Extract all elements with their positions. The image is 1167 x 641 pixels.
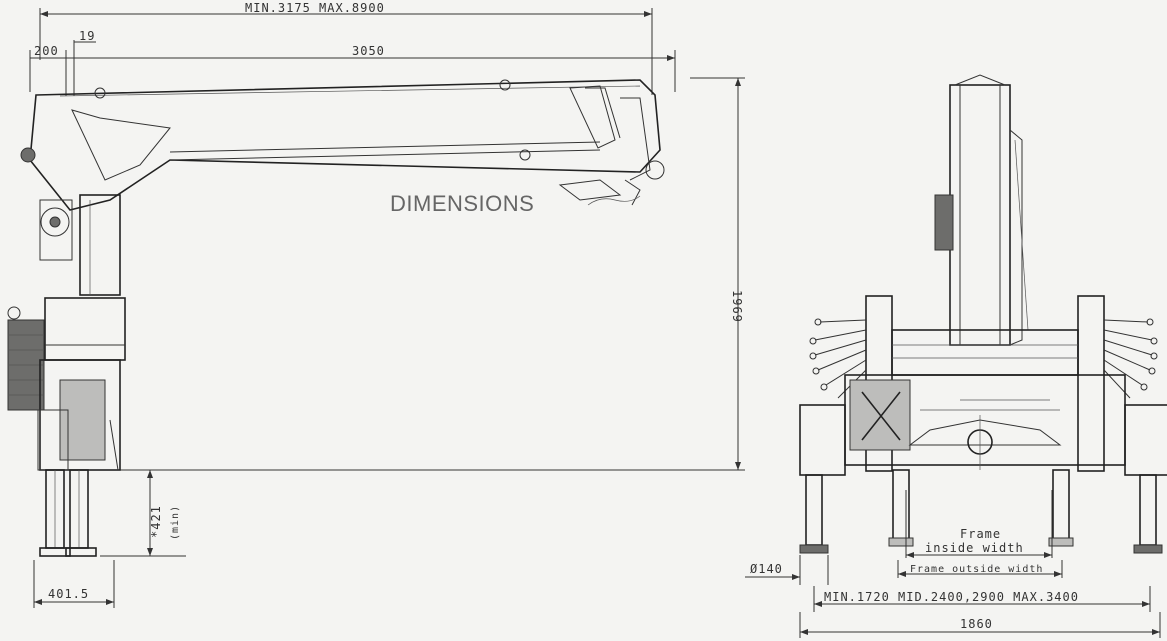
dim-ground-clearance-note: (min): [170, 505, 181, 540]
outrigger-legs: [39, 469, 97, 557]
dim-pad-diameter-label: Ø140: [750, 562, 783, 576]
dim-boom-length-label: 3050: [352, 44, 385, 58]
side-view: MIN.3175 MAX.8900 200 19 3050 1969: [7, 1, 745, 608]
crane-base: [37, 359, 121, 471]
control-levers: [7, 306, 45, 411]
dim-pad-diameter: Ø140: [745, 555, 829, 585]
dim-total-length: MIN.3175 MAX.8900: [39, 1, 653, 95]
dim-total-length-label: MIN.3175 MAX.8900: [245, 1, 385, 15]
front-inner-legs: [888, 469, 1074, 547]
dim-overall-width: 1860: [799, 612, 1161, 638]
front-outriggers: [799, 404, 1167, 554]
front-view: Frame inside width Frame outside width Ø…: [745, 74, 1167, 638]
dim-small-offset-label: 19: [79, 29, 95, 43]
dim-overall-width-label: 1860: [960, 617, 993, 631]
frame-inside-label-1: Frame: [960, 527, 1001, 541]
dim-height: 1969: [120, 77, 745, 471]
dim-base-width-label: 401.5: [48, 587, 89, 601]
dim-ground-clearance-label: *421: [149, 505, 163, 538]
dim-outrigger-span-label: MIN.1720 MID.2400,2900 MAX.3400: [824, 590, 1079, 604]
crane-boom: [20, 79, 665, 211]
dim-frame-inside: Frame inside width: [905, 490, 1053, 558]
dim-ground-clearance: *421 (min): [100, 470, 186, 557]
front-mast: [934, 74, 1029, 346]
dim-outrigger-span: MIN.1720 MID.2400,2900 MAX.3400: [813, 586, 1151, 612]
dim-frame-outside: Frame outside width: [897, 560, 1063, 578]
dim-left-offset-label: 200: [34, 44, 59, 58]
dim-boom-offsets: 200 19 3050: [29, 29, 676, 96]
crane-column: [39, 194, 126, 361]
front-levers-right: [1077, 295, 1158, 472]
dim-base-width: 401.5: [33, 560, 115, 608]
dim-height-label: 1969: [730, 290, 744, 323]
frame-inside-label-2: inside width: [925, 541, 1024, 555]
front-base: [844, 329, 1126, 470]
frame-outside-label: Frame outside width: [910, 564, 1043, 575]
drawing-title: DIMENSIONS: [390, 191, 534, 216]
